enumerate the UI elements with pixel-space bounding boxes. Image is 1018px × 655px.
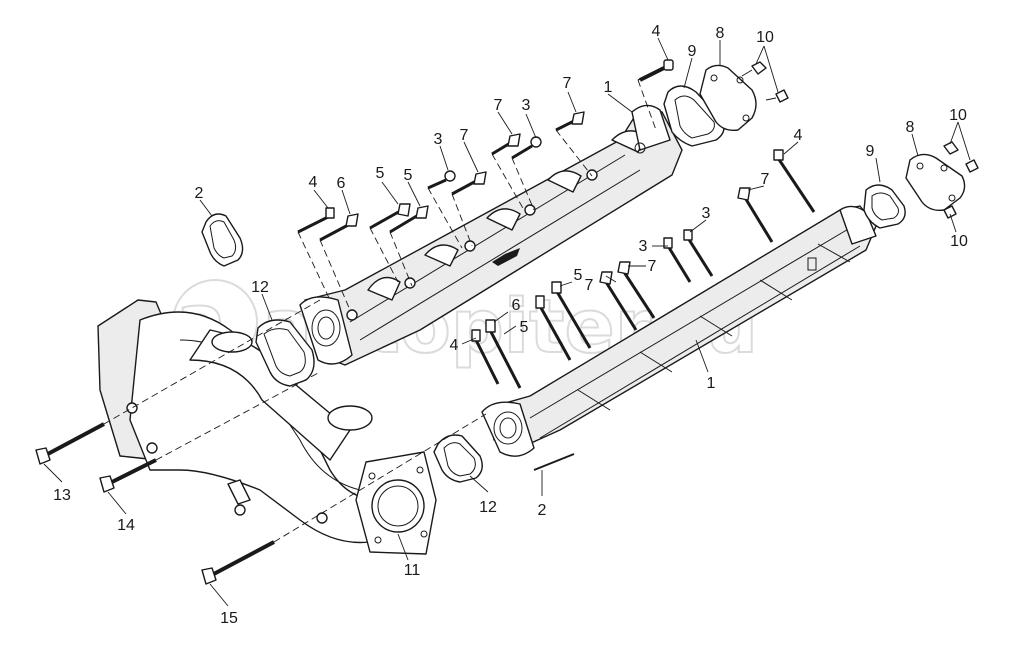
- callout-2-left: 2: [195, 185, 204, 202]
- callout-7-b: 7: [494, 97, 503, 114]
- callout-1-top: 1: [604, 79, 613, 96]
- callout-11: 11: [404, 562, 421, 579]
- lower-cover-bolts: [943, 141, 979, 219]
- left-gasket-12: [255, 319, 315, 387]
- gasket-2-top: [201, 213, 244, 267]
- callout-4-right: 4: [794, 127, 803, 144]
- callout-4-top: 4: [652, 23, 661, 40]
- callout-7-e: 7: [648, 258, 657, 275]
- lower-cover-plate: [905, 153, 966, 212]
- callout-3-d: 3: [639, 238, 648, 255]
- callout-3-c: 3: [702, 205, 711, 222]
- gasket-2-bottom: [533, 453, 575, 471]
- callout-5-d: 5: [520, 319, 529, 336]
- callout-10-r1: 10: [949, 107, 967, 124]
- callout-1-right: 1: [707, 375, 716, 392]
- callout-2-bottom: 2: [538, 502, 547, 519]
- upper-bolt-4: [637, 59, 674, 82]
- callout-3-b: 3: [434, 131, 443, 148]
- callout-3-a: 3: [522, 97, 531, 114]
- callout-6-mid: 6: [512, 297, 521, 314]
- callout-8-right: 8: [906, 119, 915, 136]
- callout-9-right: 9: [866, 143, 875, 160]
- bolt-14: [99, 458, 157, 493]
- exhaust-pipe-assembly: [97, 299, 437, 555]
- bolt-13: [35, 422, 105, 465]
- upper-cover-plate: [699, 64, 757, 132]
- callout-7-c: 7: [460, 127, 469, 144]
- upper-manifold: [299, 104, 683, 366]
- callout-15: 15: [220, 610, 238, 627]
- callout-4-mid: 4: [450, 337, 459, 354]
- callout-10-top: 10: [756, 29, 774, 46]
- upper-gasket: [663, 85, 725, 147]
- callout-13: 13: [53, 487, 71, 504]
- callout-5-b: 5: [404, 167, 413, 184]
- callout-8-top: 8: [716, 25, 725, 42]
- upper-cover-bolts: [741, 61, 789, 103]
- callout-labels: 4 9 8 10 7 1 7 3 3 7 2 4 6 5 5 12 4 7 3 …: [53, 23, 968, 627]
- callout-12-left: 12: [251, 279, 269, 296]
- callout-4-left: 4: [309, 174, 318, 191]
- upper-manifold-end-flange: [299, 296, 353, 365]
- callout-6-left: 6: [337, 175, 346, 192]
- callout-12-bottom: 12: [479, 499, 497, 516]
- bolt-15: [201, 540, 275, 585]
- upper-studs: [297, 111, 585, 242]
- callout-7-f: 7: [585, 277, 594, 294]
- callout-5-c: 5: [574, 267, 583, 284]
- lower-gasket: [863, 184, 906, 229]
- leader-lines: [43, 37, 971, 607]
- bottom-gasket-12: [433, 434, 483, 483]
- callout-14: 14: [117, 517, 135, 534]
- callout-7-d: 7: [761, 171, 770, 188]
- callout-5-a: 5: [376, 165, 385, 182]
- lower-studs: [471, 149, 816, 389]
- callout-9-top: 9: [688, 43, 697, 60]
- callout-7-a: 7: [563, 75, 572, 92]
- callout-10-r2: 10: [950, 233, 968, 250]
